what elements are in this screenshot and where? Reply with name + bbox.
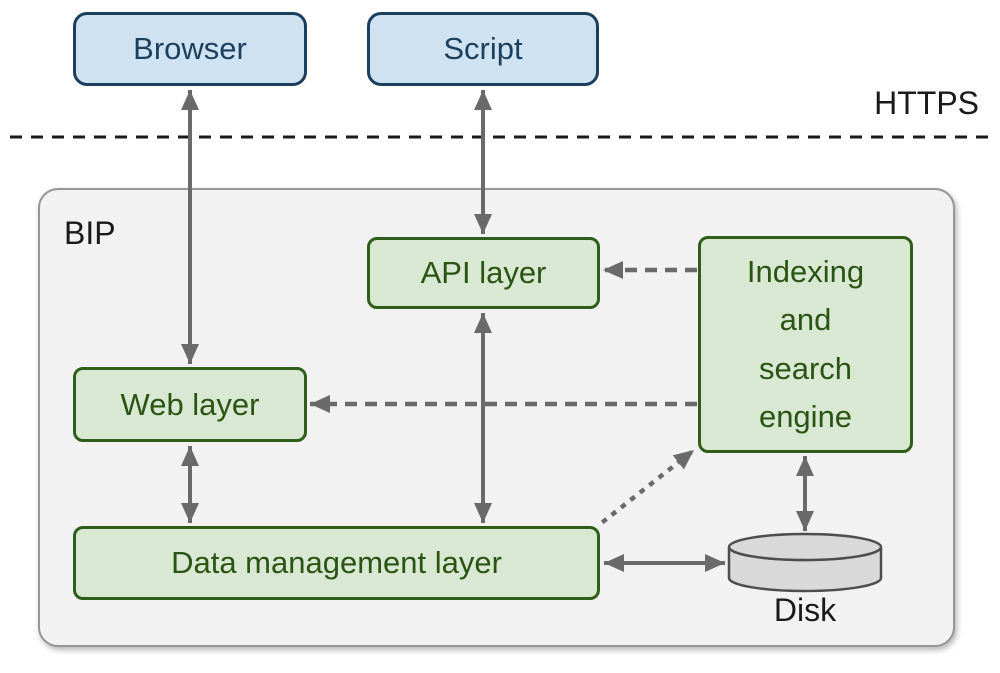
node-script: Script	[367, 12, 599, 86]
node-indexing-search-engine-label: Indexing and search engine	[747, 248, 864, 440]
node-web-layer-label: Web layer	[120, 386, 260, 422]
engine-label-line-1: Indexing	[746, 254, 865, 290]
node-data-management-layer-label: Data management layer	[171, 545, 502, 581]
disk-label: Disk	[773, 592, 837, 628]
engine-label-line-4: engine	[758, 398, 853, 434]
node-web-layer: Web layer	[73, 367, 307, 442]
engine-label-line-2: and	[779, 302, 832, 338]
node-browser: Browser	[73, 12, 307, 86]
node-script-label: Script	[443, 31, 523, 67]
https-boundary-label: HTTPS	[874, 85, 979, 121]
engine-label-line-3: search	[758, 350, 853, 386]
node-api-layer-label: API layer	[420, 255, 547, 291]
node-api-layer: API layer	[367, 237, 600, 309]
node-indexing-search-engine: Indexing and search engine	[698, 236, 913, 453]
bip-container-label: BIP	[64, 215, 116, 251]
node-browser-label: Browser	[133, 31, 247, 67]
node-data-management-layer: Data management layer	[73, 526, 600, 600]
